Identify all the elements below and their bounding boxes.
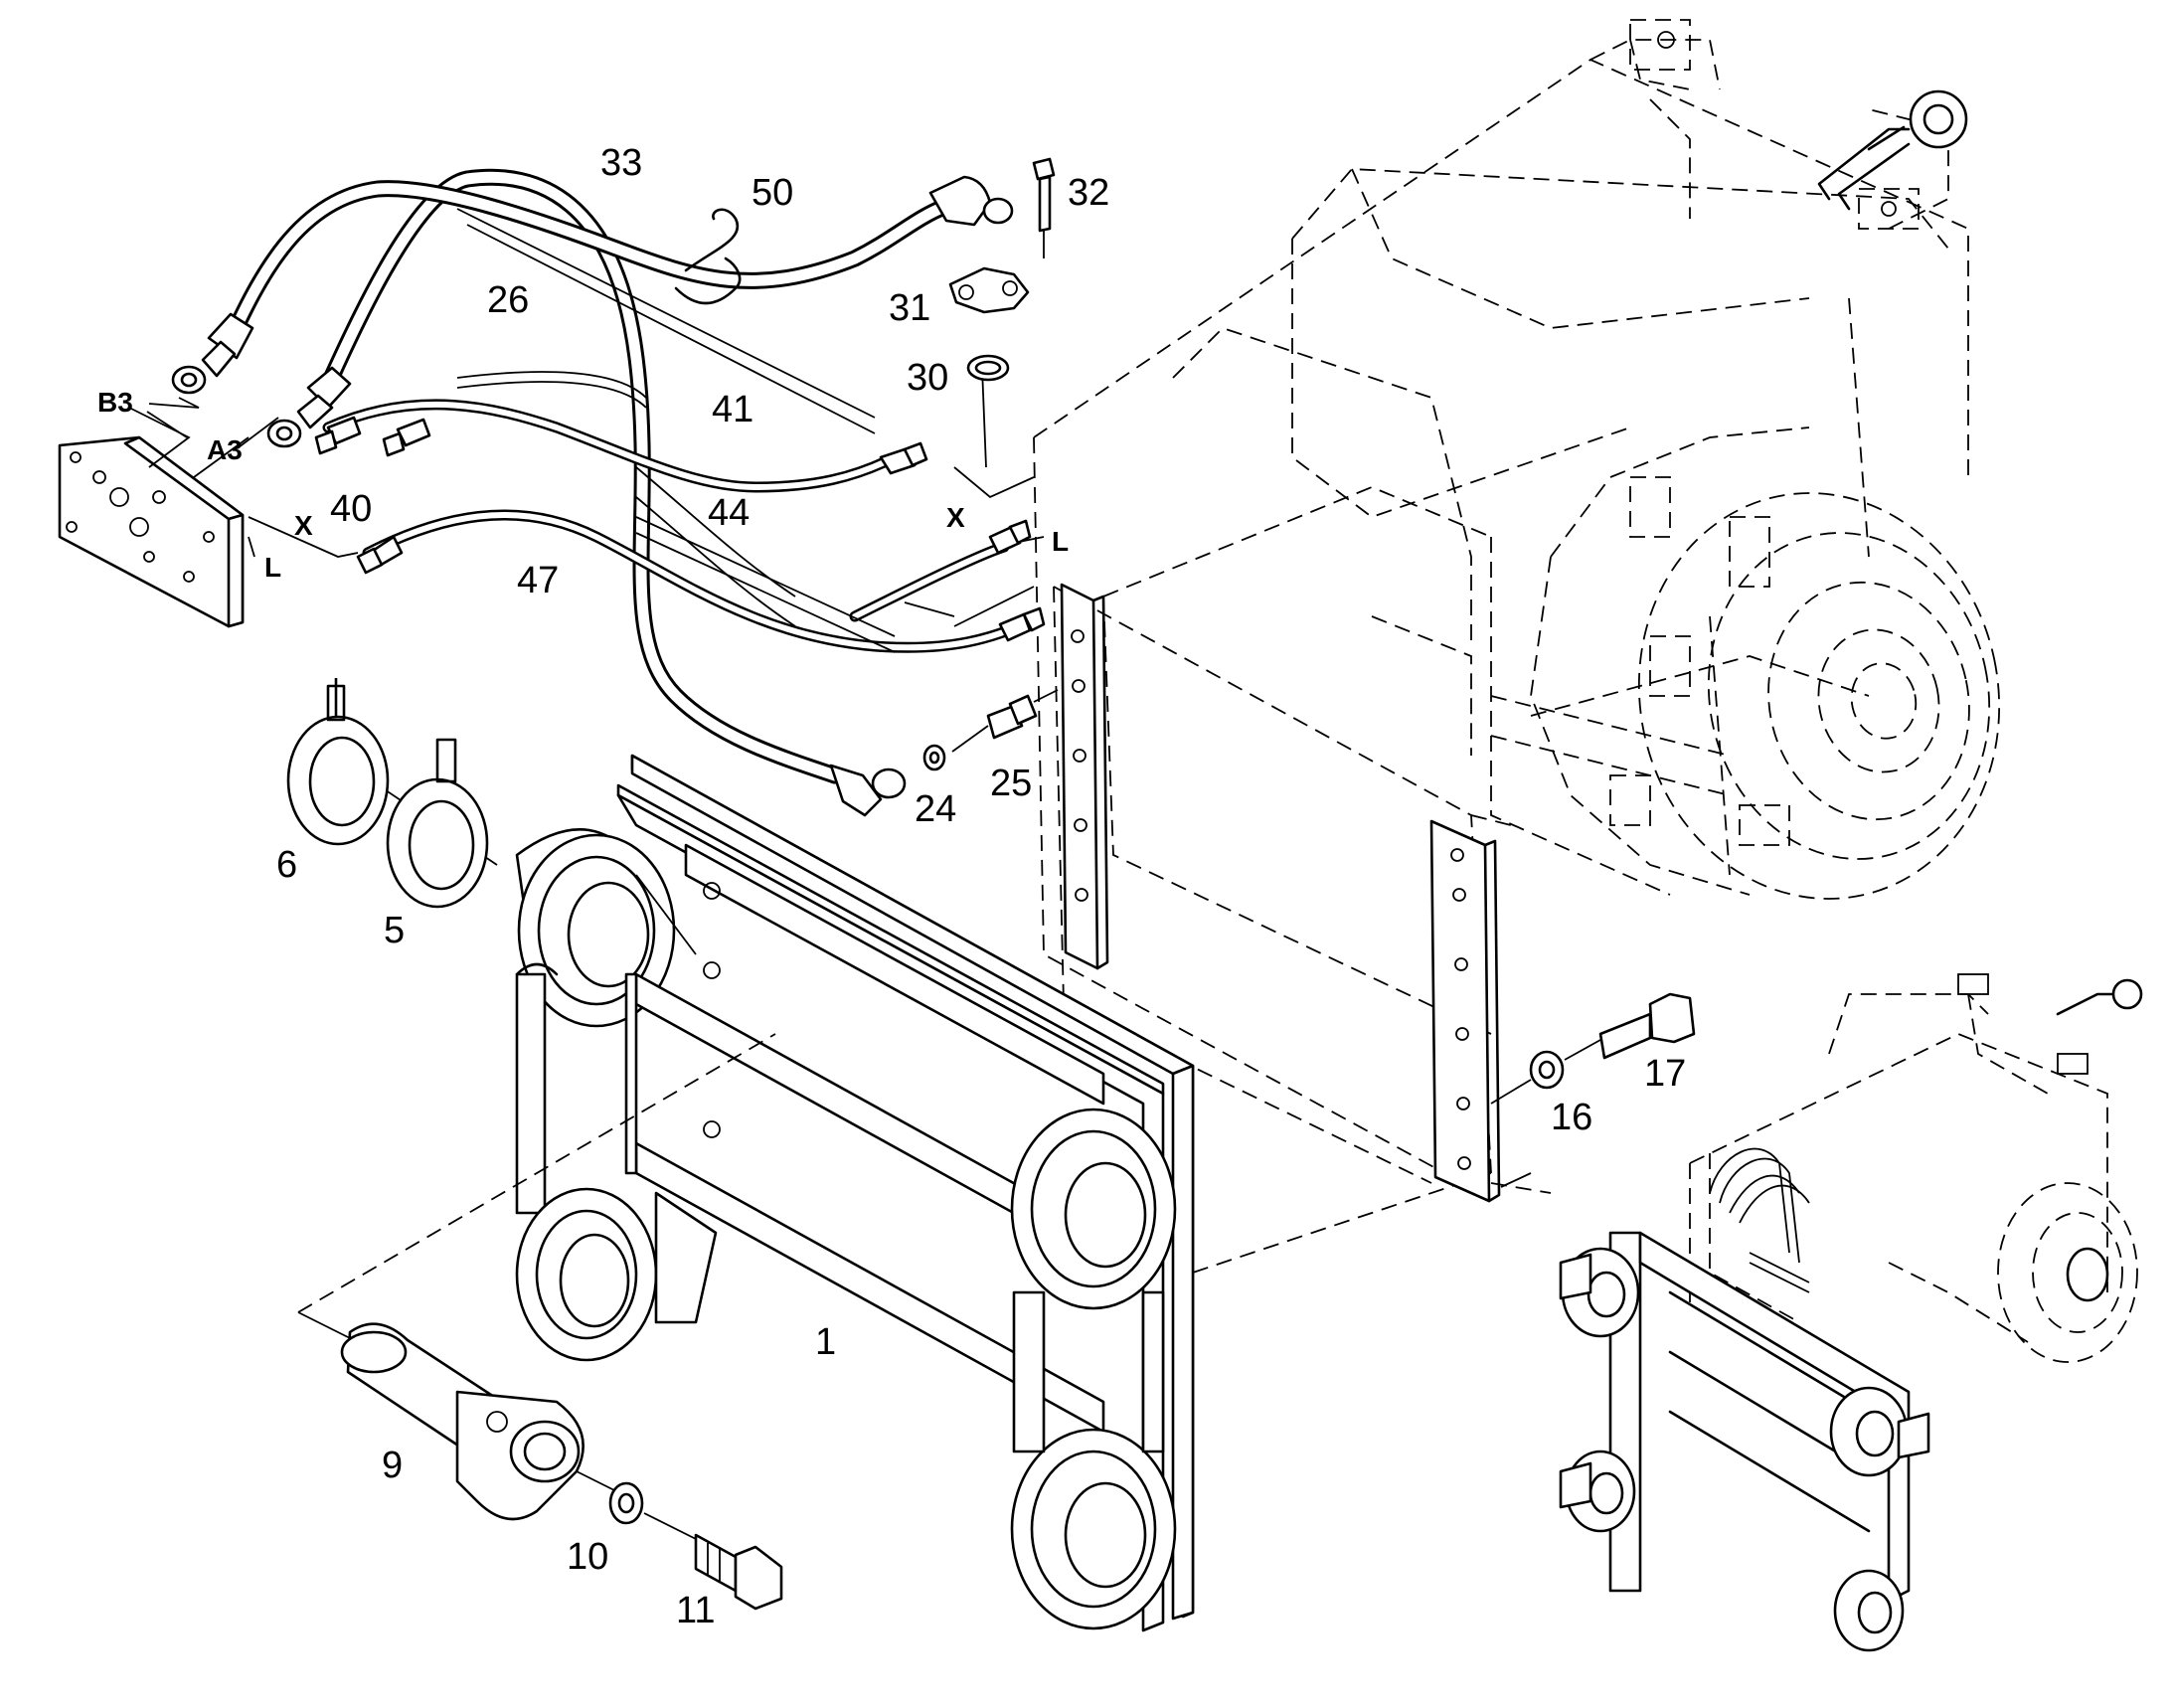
label-part-11: 11 [676,1590,715,1631]
transmission-housing [1033,19,2001,1194]
clamp-31 [948,266,1030,314]
port-label-a3: A3 [207,434,243,465]
label-part-5: 5 [384,910,405,951]
label-part-6: 6 [276,844,297,886]
shim-6 [286,678,390,846]
label-part-17: 17 [1644,1053,1686,1095]
port-label-l-right: L [1052,526,1069,557]
label-part-9: 9 [382,1445,403,1486]
label-part-50: 50 [752,172,793,214]
hose-47 [362,509,1030,653]
port-label-b3: B3 [97,387,133,418]
shim-5 [386,738,489,909]
clip-50 [674,208,742,305]
mounting-bar-right [1429,819,1501,1203]
label-part-30: 30 [907,357,948,399]
port-label-x-right: X [946,502,965,533]
bolt-11 [643,1512,783,1611]
hose-guide-lines [456,208,896,653]
label-part-40: 40 [330,488,372,530]
rear-plate-outline [1053,586,1552,1274]
label-part-31: 31 [889,287,930,329]
label-part-10: 10 [567,1536,608,1578]
washer-10 [576,1470,644,1525]
port-label-x-left: X [294,510,313,541]
label-part-24: 24 [915,788,956,830]
label-part-33: 33 [600,142,642,184]
lifting-strap [1817,89,1968,211]
label-part-16: 16 [1551,1097,1592,1138]
hose-41 [322,399,901,493]
washer-16 [1490,1050,1565,1188]
bolt-32 [1032,157,1056,258]
label-part-44: 44 [708,492,750,534]
port-label-l-left: L [264,552,281,583]
label-part-26: 26 [487,279,529,321]
hose-44 [456,371,1010,627]
part-number-labels: 1 5 6 9 10 11 16 17 24 25 26 30 31 32 33… [276,142,1686,1631]
label-part-47: 47 [517,560,559,601]
hose-33 [220,180,953,353]
fitting-25 [951,689,1059,753]
o-ring-30 [966,354,1010,382]
port-leaders [128,367,1045,627]
label-part-41: 41 [712,389,753,430]
port-labels: B3 A3 X L X L [97,387,1069,583]
bolt-17 [1564,992,1696,1061]
mounting-bar-left [1060,583,1109,970]
assembly-overview-inset [1559,973,2143,1652]
manifold-block [58,435,245,628]
label-part-1: 1 [815,1321,836,1363]
carrier-frame [515,754,1195,1632]
pin-9 [340,1322,585,1521]
o-ring-24 [922,744,946,771]
label-part-32: 32 [1068,172,1109,214]
hose-fittings [171,175,1046,817]
label-part-25: 25 [990,763,1032,804]
hose-26 [317,168,844,784]
